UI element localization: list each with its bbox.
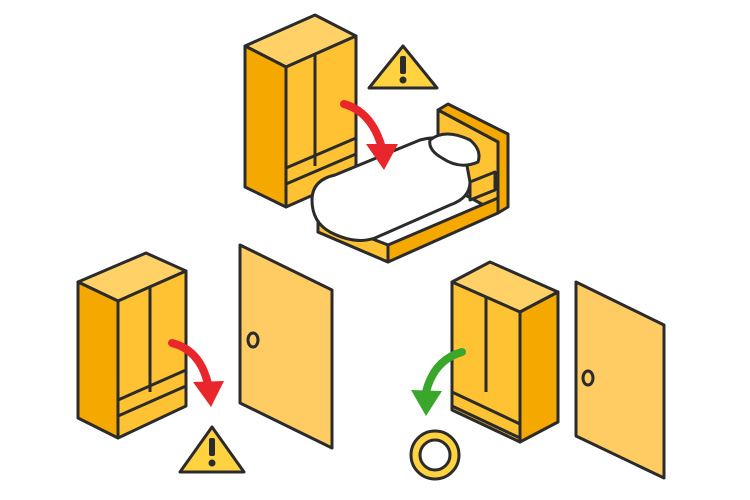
wardrobe-icon bbox=[243, 13, 358, 209]
red-curved-arrow-icon bbox=[340, 100, 398, 170]
door-icon bbox=[238, 243, 334, 450]
wardrobe-icon bbox=[450, 260, 560, 444]
green-curved-arrow-icon bbox=[411, 348, 466, 416]
scene-top-wardrobe-bed bbox=[243, 13, 510, 264]
warning-icon bbox=[367, 44, 439, 90]
scene-bottom-right-wardrobe-door-safe bbox=[409, 260, 666, 481]
ok-circle-icon bbox=[409, 429, 461, 481]
scene-bottom-left-wardrobe-door-danger bbox=[76, 243, 334, 474]
red-curved-arrow-icon bbox=[168, 339, 224, 407]
bed-icon bbox=[310, 102, 510, 264]
warning-icon bbox=[178, 425, 246, 474]
wardrobe-icon bbox=[76, 251, 188, 440]
door-icon bbox=[574, 280, 666, 480]
